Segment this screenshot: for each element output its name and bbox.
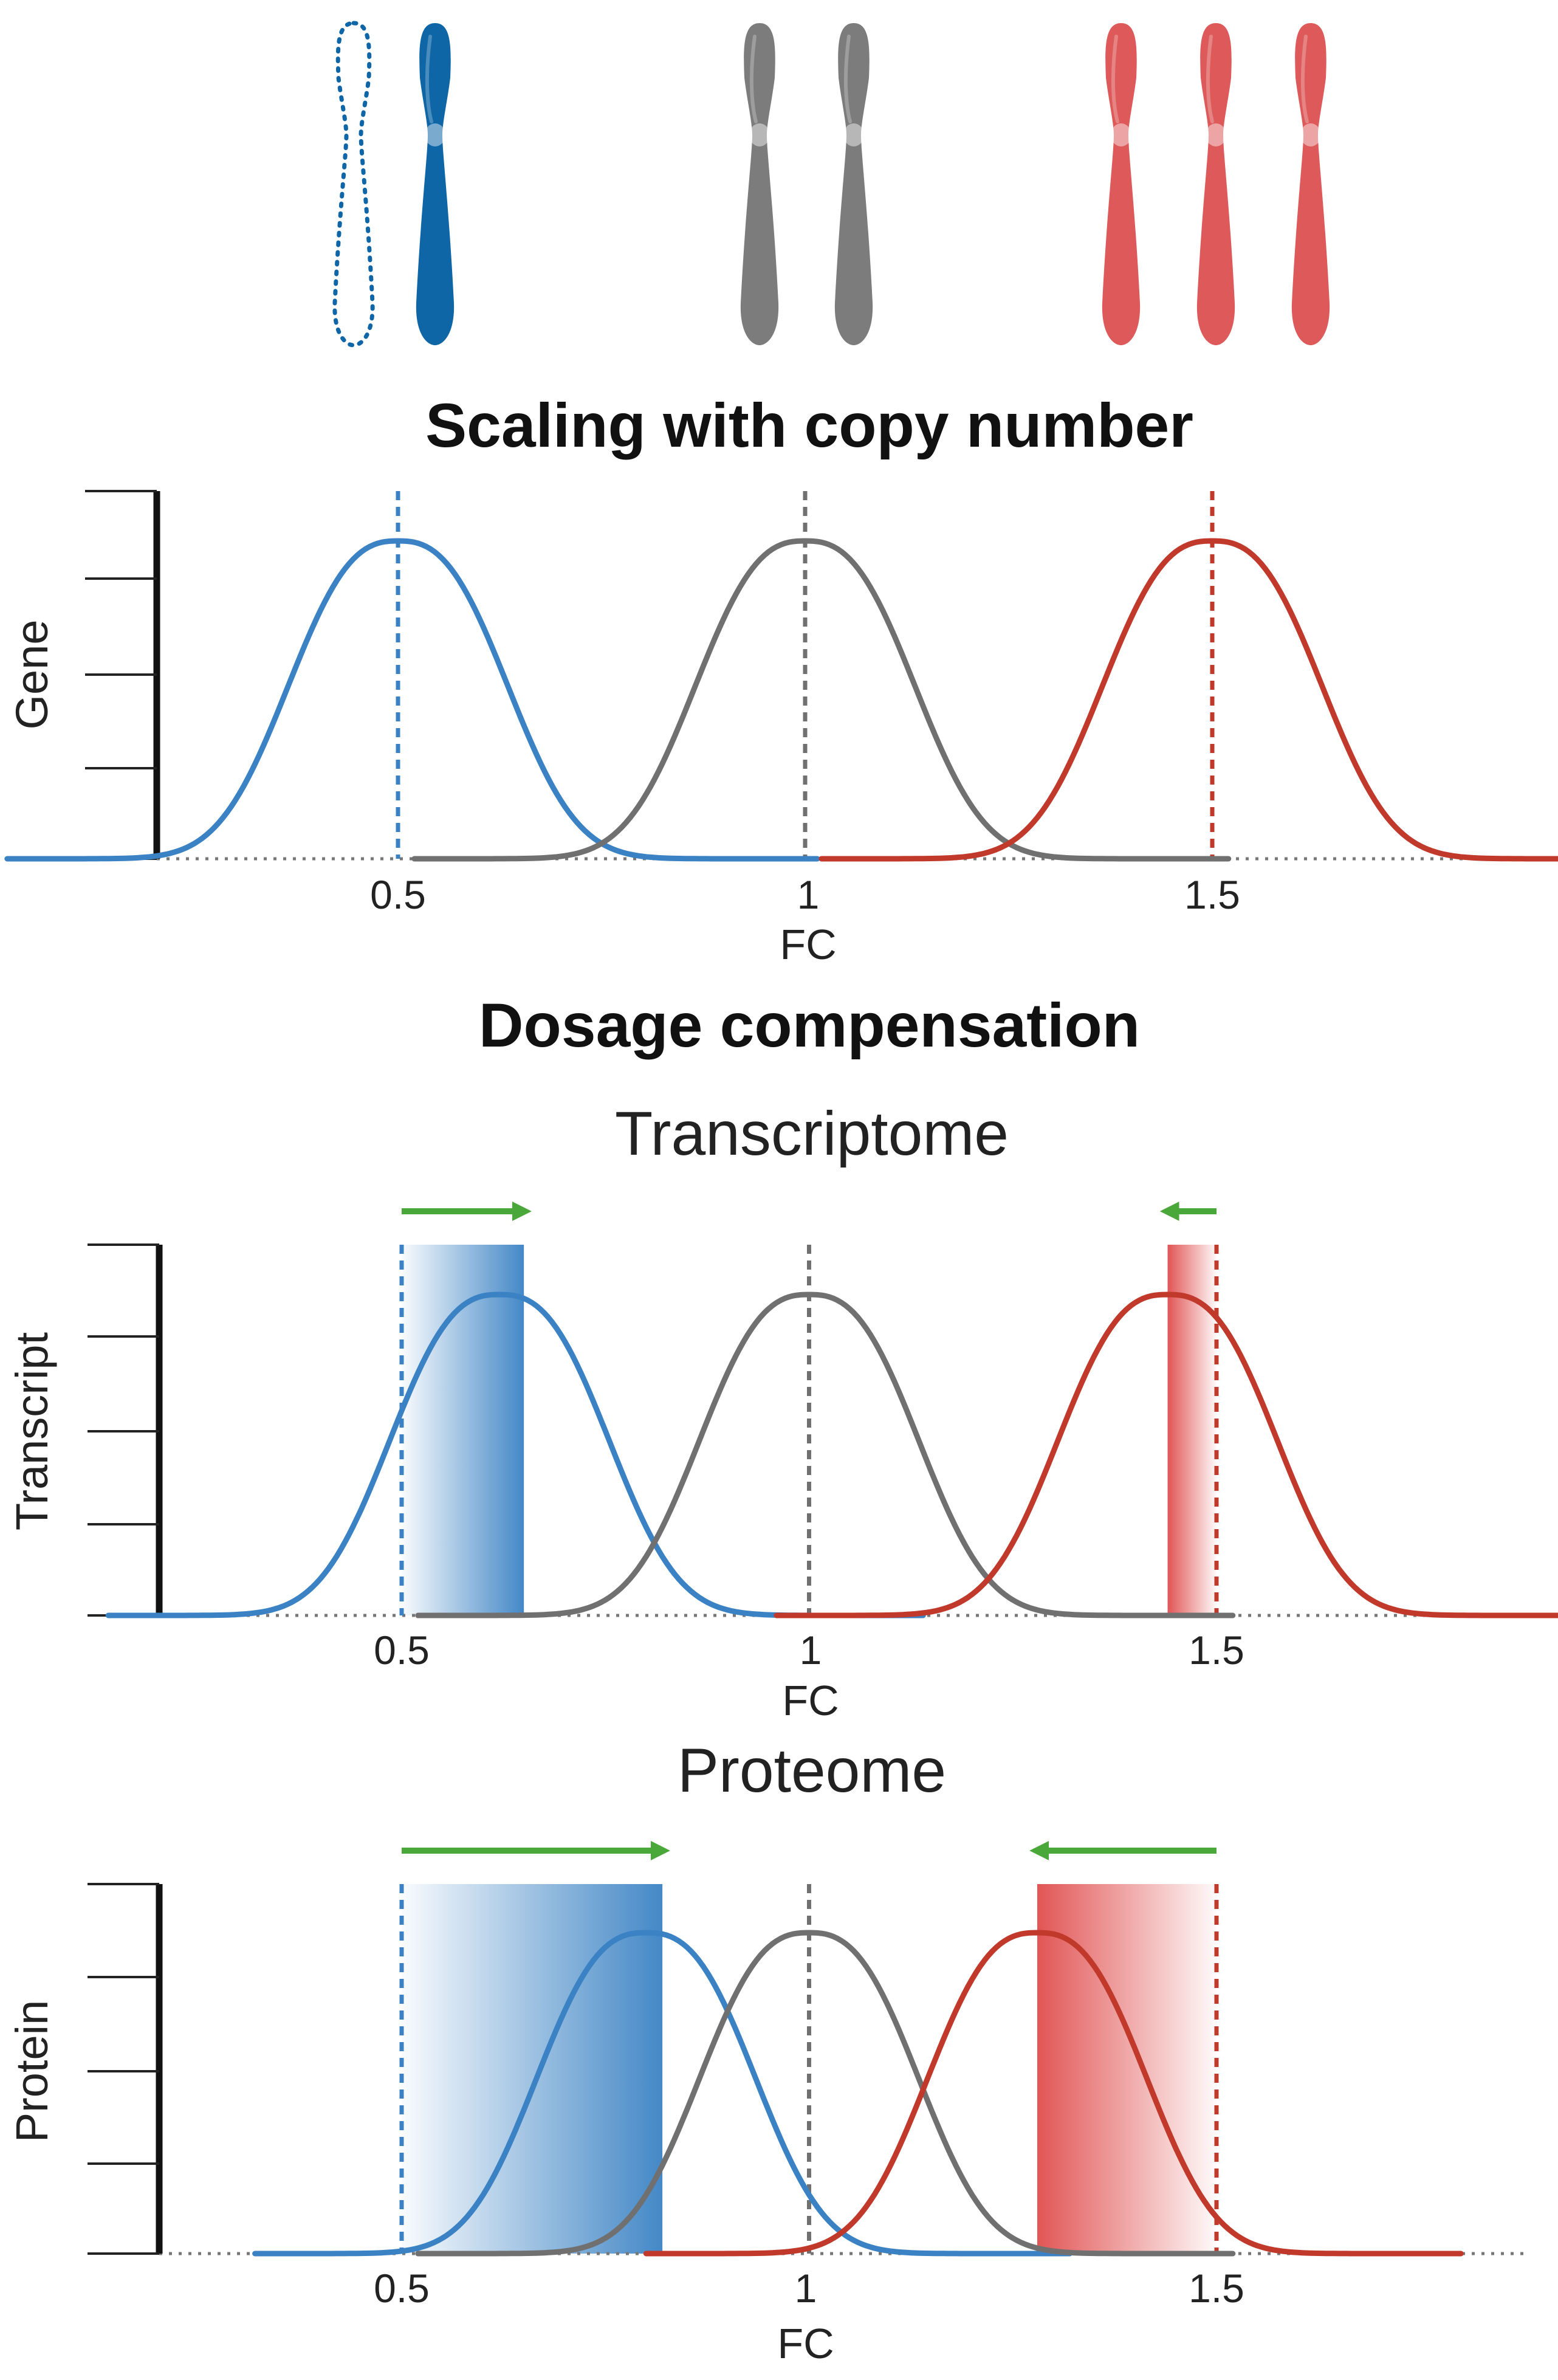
density-curve-disomy xyxy=(415,1930,1236,2257)
chromosome-highlight xyxy=(1206,35,1214,123)
chromosome-gray xyxy=(834,23,873,345)
x-tick-label: 0.5 xyxy=(370,872,426,917)
density-curve-disomy xyxy=(415,1291,1236,1618)
centromere xyxy=(1206,123,1226,146)
x-tick-label: 0.5 xyxy=(374,2266,430,2311)
centromere xyxy=(749,123,770,146)
chromosome-icons xyxy=(332,21,1330,348)
density-curve-monosomy xyxy=(252,1930,1073,2257)
x-axis-label: FC xyxy=(782,1677,839,1724)
chromosome-red xyxy=(1102,23,1141,345)
x-tick-label: 1.5 xyxy=(1189,2266,1244,2311)
panel-protein: Protein 0.5 1 1.5FC xyxy=(7,1840,1526,2367)
chromosome-red xyxy=(1196,23,1235,345)
chromosome-body xyxy=(1196,23,1235,345)
compensation-band-trisomy xyxy=(1037,1884,1217,2254)
density-curve-trisomy xyxy=(818,538,1558,862)
x-tick-label: 1 xyxy=(800,1628,822,1673)
x-tick-label: 1 xyxy=(795,2266,817,2311)
chromosome-body xyxy=(416,23,455,345)
density-curve-trisomy xyxy=(774,1291,1558,1618)
x-tick-label: 1.5 xyxy=(1184,872,1240,917)
x-tick-label: 0.5 xyxy=(374,1628,430,1673)
chromosome-body xyxy=(834,23,873,345)
chromosome-highlight xyxy=(749,35,758,123)
y-axis-label: Protein xyxy=(7,2000,57,2142)
compensation-band-monosomy xyxy=(402,1884,663,2254)
compensation-band-monosomy xyxy=(402,1245,524,1615)
y-axis-label: Transcript xyxy=(7,1332,57,1530)
panel-gene: Gene 0.5 1 1.5FC xyxy=(4,490,1558,968)
chromosome-body xyxy=(1102,23,1141,345)
x-axis-label: FC xyxy=(780,921,836,968)
chromosome-highlight xyxy=(1111,35,1119,123)
chromosome-missing-outline xyxy=(332,21,375,348)
centromere xyxy=(843,123,864,146)
chromosome-highlight xyxy=(1300,35,1309,123)
y-axis-label: Gene xyxy=(7,619,57,729)
chromosome-body xyxy=(1291,23,1330,345)
x-axis-label: FC xyxy=(777,2320,834,2367)
x-tick-label: 1 xyxy=(797,872,820,917)
chromosome-highlight xyxy=(425,35,433,123)
panel-transcript: Transcript 0.5 1 1.5FC xyxy=(7,1201,1558,1724)
title-scaling: Scaling with copy number xyxy=(425,391,1193,460)
centromere xyxy=(1111,123,1131,146)
chromosome-red xyxy=(1291,23,1330,345)
density-curve-monosomy xyxy=(4,538,820,862)
chromosome-highlight xyxy=(843,35,852,123)
panel-title-transcriptome: Transcriptome xyxy=(615,1099,1009,1168)
chromosome-blue xyxy=(416,23,455,345)
chromosome-outline xyxy=(332,21,375,348)
density-curve-disomy xyxy=(411,538,1232,862)
density-curve-trisomy xyxy=(643,1930,1464,2257)
centromere xyxy=(1300,123,1321,146)
x-tick-label: 1.5 xyxy=(1189,1628,1244,1673)
centromere xyxy=(425,123,445,146)
chromosome-gray xyxy=(740,23,779,345)
chromosome-body xyxy=(740,23,779,345)
panel-title-proteome: Proteome xyxy=(678,1736,946,1805)
title-compensation: Dosage compensation xyxy=(479,991,1140,1060)
